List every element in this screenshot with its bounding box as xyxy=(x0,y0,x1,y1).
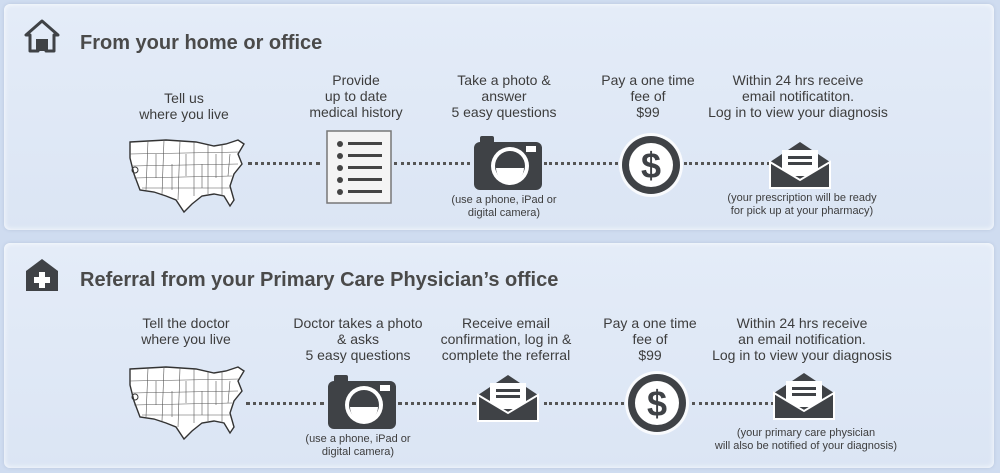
step-label: Within 24 hrs receive email notificatito… xyxy=(708,72,888,120)
connector xyxy=(398,402,476,405)
connector xyxy=(248,162,320,165)
connector xyxy=(544,162,618,165)
connector xyxy=(692,402,774,405)
dollar-icon: $ xyxy=(619,133,683,197)
us-map-icon xyxy=(129,139,245,214)
svg-text:$: $ xyxy=(647,383,667,424)
envelope-icon xyxy=(769,142,831,189)
step-label: Doctor takes a photo & asks 5 easy quest… xyxy=(293,315,423,363)
svg-text:$: $ xyxy=(641,145,661,186)
step-label: Tell the doctor where you live xyxy=(141,315,231,347)
envelope-icon xyxy=(773,373,835,420)
step-label: Receive email confirmation, log in & com… xyxy=(440,315,572,363)
step-label: Take a photo & answer 5 easy questions xyxy=(451,72,557,120)
us-map-icon xyxy=(129,366,245,441)
camera-icon xyxy=(474,136,542,190)
dollar-icon: $ xyxy=(625,371,689,435)
camera-icon xyxy=(328,375,396,429)
step-note: (your prescription will be ready for pic… xyxy=(727,192,877,217)
connector xyxy=(394,162,470,165)
connector xyxy=(544,402,624,405)
step-label: Pay a one time fee of $99 xyxy=(601,72,695,120)
step-note: (use a phone, iPad or digital camera) xyxy=(451,194,557,219)
home-icon xyxy=(24,19,60,53)
checklist-icon xyxy=(326,130,392,204)
section-home-panel: From your home or office Tell us where y… xyxy=(4,4,994,230)
connector xyxy=(684,162,770,165)
envelope-icon xyxy=(477,375,539,422)
step-note: (use a phone, iPad or digital camera) xyxy=(305,433,411,458)
section-home-title: From your home or office xyxy=(80,32,323,54)
section-referral-title: Referral from your Primary Care Physicia… xyxy=(80,269,559,291)
step-label: Provide up to date medical history xyxy=(309,72,403,120)
connector xyxy=(246,402,324,405)
step-label: Within 24 hrs receive an email notificat… xyxy=(712,315,892,363)
step-label: Tell us where you live xyxy=(139,90,229,122)
step-label: Pay a one time fee of $99 xyxy=(603,315,697,363)
step-note: (your primary care physician will also b… xyxy=(714,427,898,452)
medical-cross-icon xyxy=(26,259,58,291)
section-referral-panel: Referral from your Primary Care Physicia… xyxy=(4,243,994,468)
